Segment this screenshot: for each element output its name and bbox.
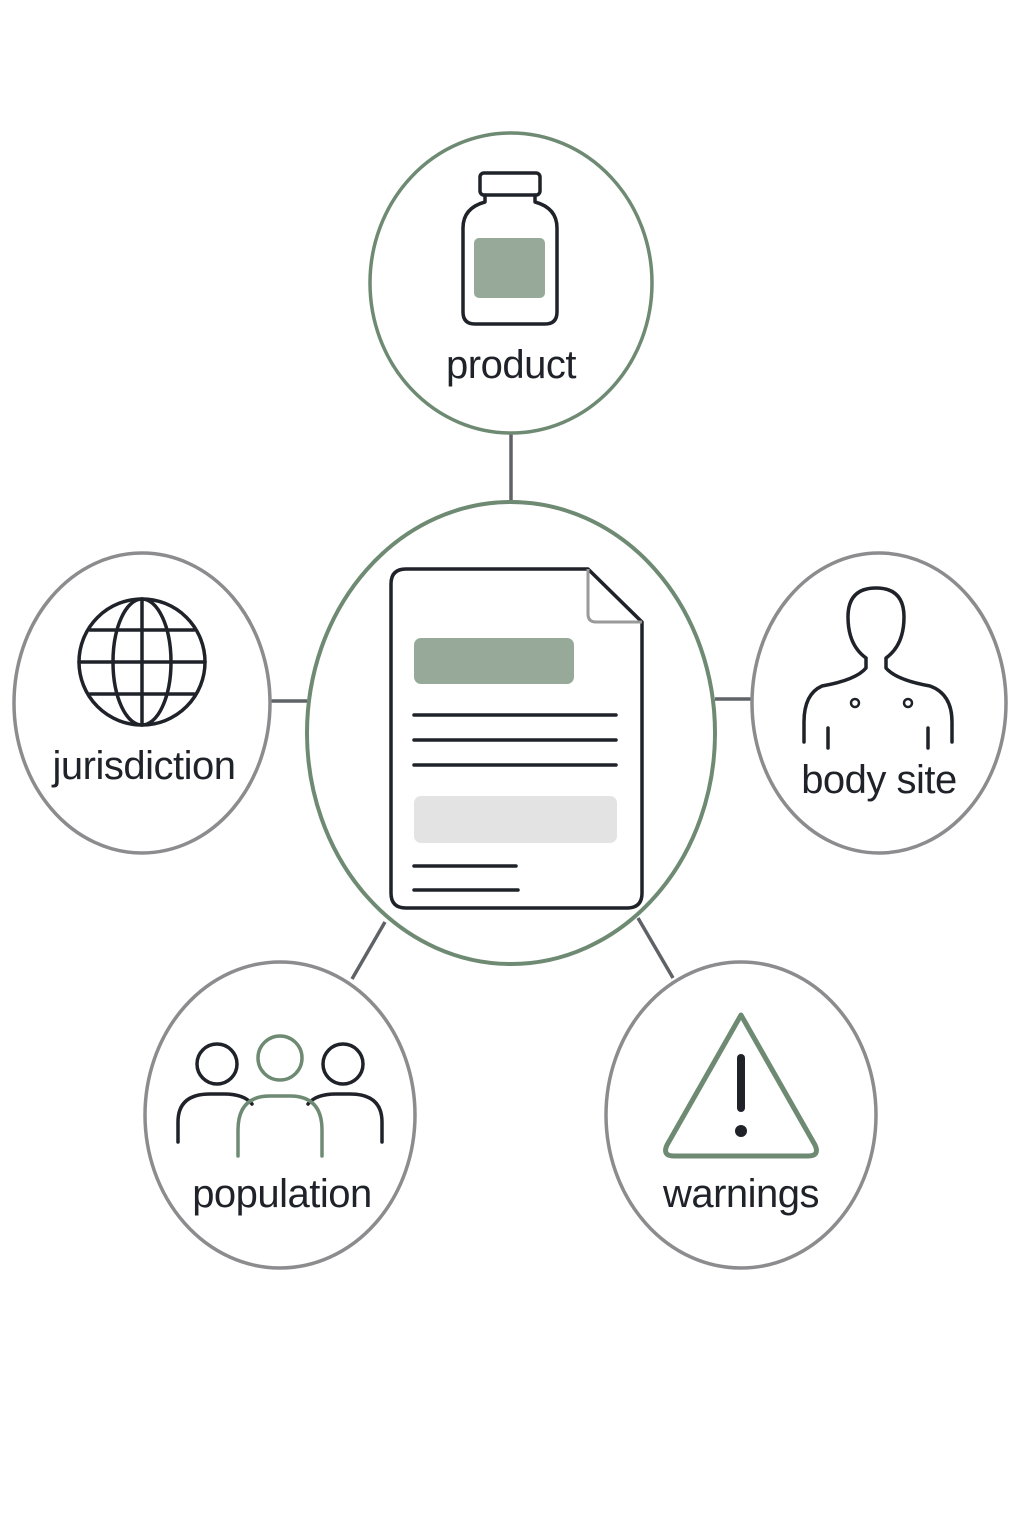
- node-warnings: warnings: [604, 960, 878, 1270]
- human-torso-icon: [802, 586, 954, 750]
- node-body-site-label: body site: [801, 758, 957, 802]
- node-body-site-circle: [750, 551, 1008, 855]
- node-population-label: population: [192, 1172, 372, 1216]
- node-jurisdiction: jurisdiction: [12, 551, 272, 855]
- globe-icon: [77, 597, 207, 727]
- connector-warnings: [636, 917, 675, 979]
- node-population: population: [143, 960, 417, 1270]
- node-product-label: product: [446, 343, 576, 387]
- node-warnings-label: warnings: [662, 1172, 819, 1216]
- node-warnings-circle: [604, 960, 878, 1270]
- connectors: [270, 433, 751, 980]
- center-node: [305, 500, 717, 966]
- node-jurisdiction-label: jurisdiction: [52, 744, 236, 788]
- node-product: product: [368, 131, 654, 435]
- people-group-icon: [176, 1034, 384, 1158]
- node-population-circle: [143, 960, 417, 1270]
- medicine-bottle-icon: [461, 171, 559, 326]
- connector-population: [350, 921, 387, 980]
- warning-triangle-icon: [663, 1012, 819, 1159]
- document-icon: [389, 567, 644, 910]
- node-body-site: body site: [750, 551, 1008, 855]
